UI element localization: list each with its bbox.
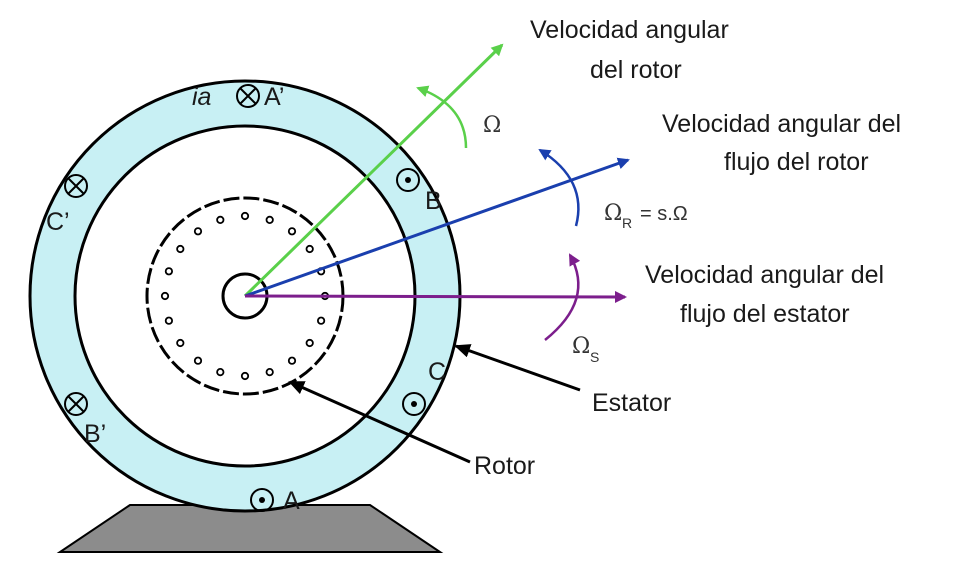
rotor-bar	[316, 316, 326, 325]
rotor-bar	[160, 291, 170, 301]
rotor-label: Rotor	[474, 452, 535, 480]
pole-label-a: A	[283, 487, 300, 515]
dot-in-circle-icon	[402, 392, 426, 416]
rotor-flux-label-line1: Velocidad angular del	[662, 110, 901, 138]
motor-base	[56, 504, 444, 553]
rotor-bar	[216, 215, 225, 224]
dot-in-circle-icon	[396, 168, 420, 192]
rotor-bar	[164, 267, 173, 276]
svg-text:S: S	[590, 349, 599, 365]
rotor-bar	[240, 211, 250, 221]
cross-in-circle-icon	[64, 174, 88, 198]
rotor-flux-rotation-arc	[538, 148, 580, 227]
pole-label-c-prime: C’	[46, 208, 70, 236]
rotor-bar	[265, 215, 274, 224]
rotor-speed-label-line2: del rotor	[590, 56, 682, 84]
rotor-bar	[176, 244, 185, 254]
dot-in-circle-icon	[250, 488, 274, 512]
pole-label-b-prime: B’	[84, 420, 106, 448]
stator-flux-vector	[244, 290, 627, 303]
rotor-speed-vector	[243, 43, 504, 298]
stator-flux-label-line2: flujo del estator	[680, 300, 850, 328]
pole-label-b: B	[425, 187, 442, 215]
pole-label-ia: ia	[192, 83, 212, 111]
rotor-flux-label-line2: flujo del rotor	[724, 148, 869, 176]
omega-r-formula: Ω R = s.Ω	[604, 201, 688, 231]
omega-s-symbol: Ω S	[572, 334, 599, 365]
estator-label: Estator	[592, 389, 671, 417]
rotor-bar	[193, 356, 203, 365]
rotor-pointer-arrow	[288, 380, 471, 464]
rotor-bar	[193, 227, 203, 236]
rotor-bar	[305, 338, 314, 348]
rotor-speed-rotation-arc	[416, 85, 468, 149]
rotor-bar	[164, 316, 173, 325]
svg-text:R: R	[622, 215, 632, 231]
stator-flux-rotation-arc	[544, 253, 581, 341]
pole-label-a-prime: A’	[264, 83, 284, 111]
rotor-bar	[176, 338, 185, 348]
rotor-bar	[305, 244, 314, 254]
estator-pointer-arrow	[454, 344, 581, 392]
rotor-bar	[287, 356, 297, 365]
omega-symbol: Ω	[483, 113, 501, 138]
rotor-bar	[265, 367, 274, 377]
rotor-bar	[287, 227, 297, 236]
svg-text:Ω: Ω	[604, 201, 622, 226]
rotor-flux-vector	[244, 157, 630, 298]
rotor-speed-label-line1: Velocidad angular	[530, 16, 729, 44]
stator-flux-label-line1: Velocidad angular del	[645, 261, 884, 289]
svg-text:= s.Ω: = s.Ω	[640, 203, 688, 225]
rotor-bar	[240, 371, 250, 381]
pole-label-c: C	[428, 358, 446, 386]
rotor-bar	[216, 367, 225, 377]
cross-in-circle-icon	[236, 84, 260, 108]
svg-text:Ω: Ω	[572, 334, 590, 359]
cross-in-circle-icon	[64, 392, 88, 416]
